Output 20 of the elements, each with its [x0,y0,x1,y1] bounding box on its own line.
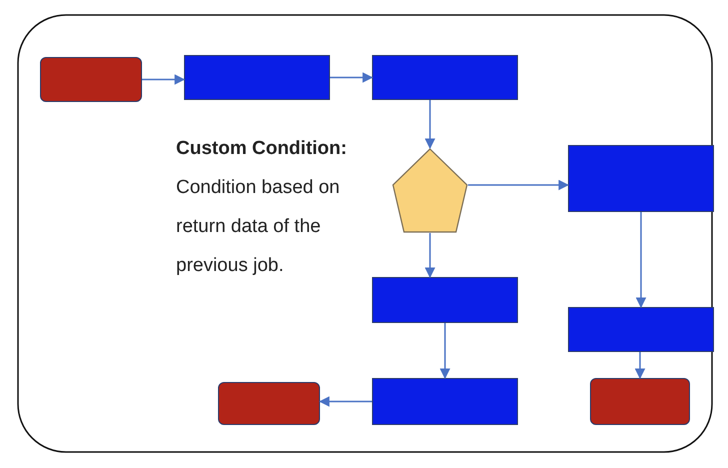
arrow [424,100,436,150]
arrow [330,72,374,83]
arrow [440,323,450,380]
process-box [372,55,518,100]
process-box [568,307,714,352]
arrow [318,396,372,407]
process-box [568,145,714,212]
terminal-box [590,378,690,425]
arrow [468,180,570,190]
process-box [372,378,518,425]
arrow [634,352,646,380]
condition-pentagon [392,148,468,233]
arrow [636,212,646,308]
process-box [184,55,330,100]
terminal-box [218,382,320,425]
arrow [424,233,436,278]
arrow [142,74,186,85]
condition-note: Custom Condition: Condition based on return data of the previous job. [176,137,348,278]
process-box [372,277,518,323]
terminal-box [40,57,142,102]
